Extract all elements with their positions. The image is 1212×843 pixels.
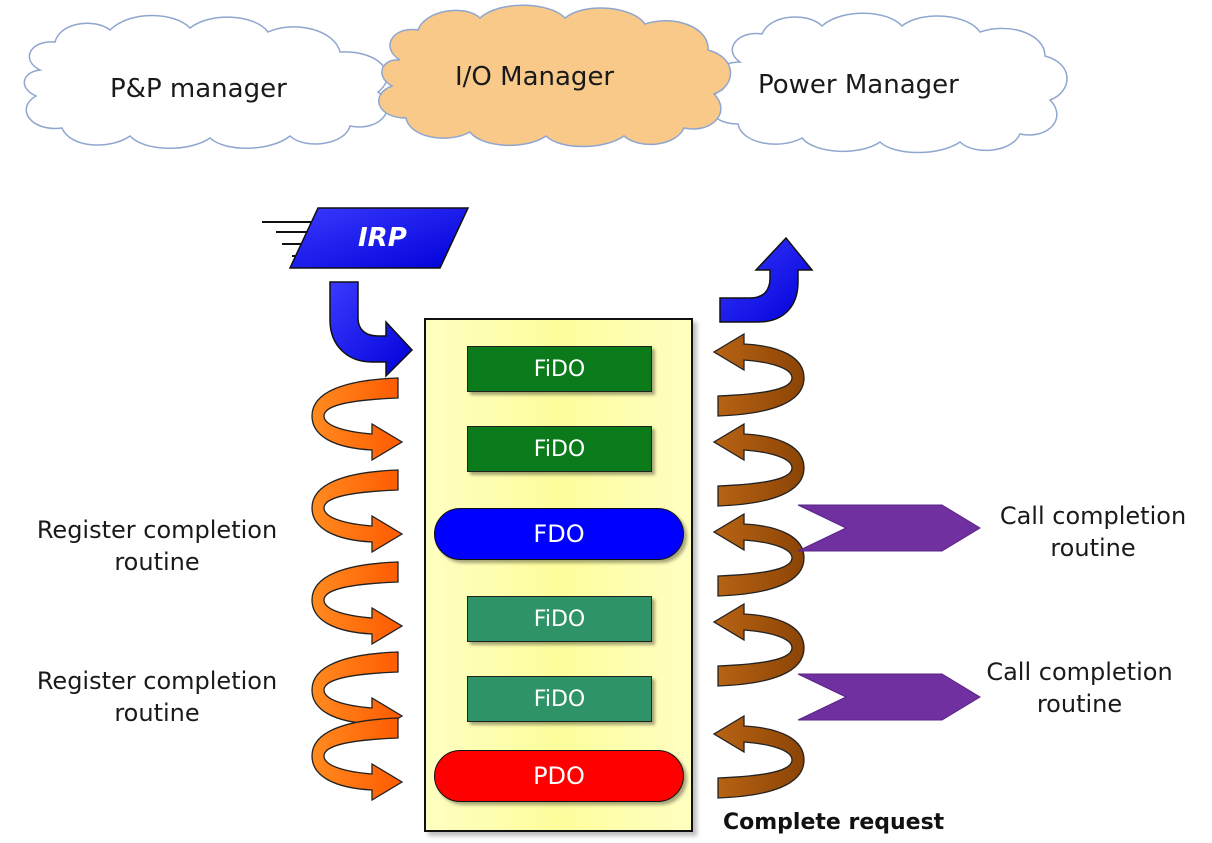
call-completion-chevron-2 (797, 673, 981, 721)
completion-loop-arrows (712, 332, 805, 799)
fido-device-1: FiDO (467, 346, 652, 392)
completion-loop-arrow-2 (712, 422, 805, 507)
power-manager-label: Power Manager (758, 70, 959, 100)
irp-packet (262, 207, 470, 269)
completion-loop-arrow-4 (712, 602, 805, 687)
pnp-manager-cloud (23, 14, 389, 149)
completion-loop-arrow-5 (712, 714, 805, 799)
device-stack (424, 318, 693, 832)
call-completion-line1: Call completion (999, 502, 1187, 530)
register-completion-line2: routine (114, 548, 200, 577)
io-manager-label: I/O Manager (455, 62, 615, 92)
call-completion-label-1: Call completion routine (988, 500, 1198, 565)
completion-loop-arrow-3 (712, 512, 805, 597)
completion-loop-arrow-1 (712, 332, 805, 417)
complete-request-label: Complete request (723, 810, 945, 835)
call-completion-label-2: Call completion routine (972, 656, 1187, 721)
fido-device-4: FiDO (467, 676, 652, 722)
call-completion-chevron-1 (797, 504, 981, 552)
register-completion-line1: Register completion (36, 516, 278, 544)
fdo-device: FDO (434, 508, 684, 560)
register-loop-arrow-5 (311, 717, 404, 802)
register-loop-arrows (311, 377, 404, 802)
register-completion-line1: Register completion (36, 667, 278, 695)
fido-device-2: FiDO (467, 426, 652, 472)
register-completion-label-2: Register completion routine (22, 665, 292, 730)
irp-out-arrow (719, 236, 814, 323)
irp-label: IRP (358, 223, 407, 253)
register-loop-arrow-2 (311, 469, 404, 554)
pnp-manager-label: P&P manager (110, 74, 287, 104)
pdo-device: PDO (434, 750, 684, 802)
call-completion-line2: routine (1050, 534, 1136, 563)
fido-device-3: FiDO (467, 596, 652, 642)
call-completion-line1: Call completion (986, 658, 1173, 686)
call-completion-line2: routine (1036, 690, 1123, 719)
register-loop-arrow-3 (311, 561, 404, 646)
power-manager-cloud (708, 12, 1068, 154)
irp-in-arrow (329, 281, 414, 378)
register-completion-line2: routine (114, 699, 200, 728)
io-manager-cloud (378, 4, 732, 148)
register-completion-label-1: Register completion routine (22, 514, 292, 579)
register-loop-arrow-1 (311, 377, 404, 462)
